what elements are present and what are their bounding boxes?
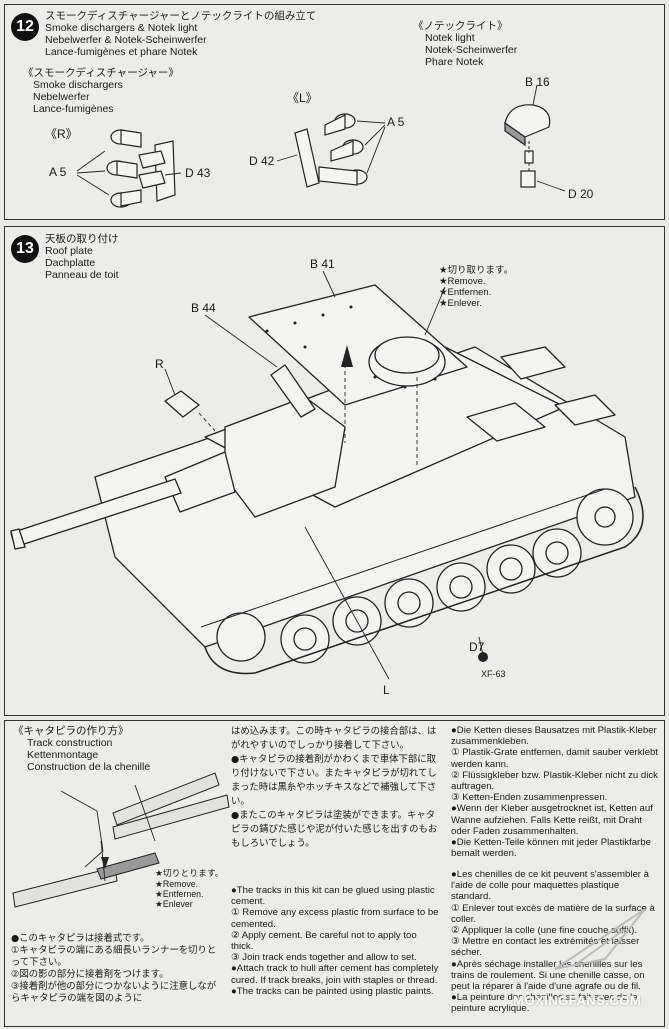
part-a5-right: A 5 xyxy=(49,165,67,179)
part-r: R xyxy=(155,357,164,371)
track-title-block: 《キャタピラの作り方》 Track construction Kettenmon… xyxy=(13,725,150,773)
part-a5-left: A 5 xyxy=(387,115,405,129)
track-en-1: ●The tracks in this kit can be glued usi… xyxy=(231,885,435,908)
track-jp-col1: ●このキャタピラは接着式です。 ①キャタピラの端にある細長いランナーを切りとって… xyxy=(11,933,223,1005)
part-b41: B 41 xyxy=(310,257,335,271)
track-cut-fr: ★Enlever xyxy=(155,899,193,909)
track-jp-step3: ③接着剤が他の部分につかないように注意しながらキャタピラの端を図のように xyxy=(11,981,217,1004)
track-en-6: ●The tracks can be painted using plastic… xyxy=(231,985,434,997)
track-jp-intro: ●このキャタピラは接着式です。 xyxy=(11,933,150,944)
smoke-de: Nebelwerfer xyxy=(33,91,90,103)
step12-title-jp: スモークディスチャージャーとノテックライトの組み立て xyxy=(45,10,317,22)
track-fr-5: ●Après séchage installer les chenilles s… xyxy=(451,958,645,993)
smoke-caption: 《スモークディスチャージャー》 Smoke dischargers Nebelw… xyxy=(23,67,179,115)
tank-hull-drawing xyxy=(10,270,644,680)
track-de-3: ② Flüssigkleber bzw. Plastik-Kleber nich… xyxy=(451,769,658,793)
part-d20: D 20 xyxy=(568,187,594,201)
notek-caption: 《ノテックライト》 Notek light Notek-Scheinwerfer… xyxy=(413,20,517,68)
remove-de: ★Entfernen. xyxy=(439,287,492,298)
track-panel: 《キャタピラの作り方》 Track construction Kettenmon… xyxy=(4,720,665,1027)
step12-title-en: Smoke dischargers & Notek light xyxy=(45,22,198,34)
notek-en: Notek light xyxy=(425,32,475,44)
smoke-en: Smoke dischargers xyxy=(33,79,123,91)
track-en-3: ② Apply cement. Be careful not to apply … xyxy=(231,929,417,953)
track-cut-de: ★Entfernen. xyxy=(155,889,204,899)
track-jp-col2: はめ込みます。この時キャタピラの接合部は、はがれやすいのでしっかり接着して下さい… xyxy=(231,725,443,851)
track-jp-step2: ②図の影の部分に接着剤をつけます。 xyxy=(11,969,169,980)
track-en-4: ③ Join track ends together and allow to … xyxy=(231,952,417,964)
notek-fr: Phare Notek xyxy=(425,56,484,68)
track-title-jp: 《キャタピラの作り方》 xyxy=(13,725,129,737)
smoke-fr: Lance-fumigènes xyxy=(33,103,114,115)
track-fr-col: ●Les chenilles de ce kit peuvent s'assem… xyxy=(451,869,659,1015)
track-cut-jp: ★切りとります。 xyxy=(155,869,224,879)
track-de-6: ●Die Ketten-Teile können mit jeder Plast… xyxy=(451,837,651,860)
right-side-tag: 《R》 xyxy=(45,127,78,141)
step12-panel: 12 スモークディスチャージャーとノテックライトの組み立て Smoke disc… xyxy=(4,4,665,220)
track-cut-note: ★切りとります。 ★Remove. ★Entfernen. ★Enlever xyxy=(155,869,224,909)
track-de-1: ●Die Ketten dieses Bausatzes mit Plastik… xyxy=(451,725,657,748)
track-de-2: ① Plastik-Grate entfernen, damit sauber … xyxy=(451,747,658,770)
part-b44: B 44 xyxy=(191,301,216,315)
track-fr-4: ③ Mettre en contact les extrémités et la… xyxy=(451,936,640,959)
track-de-4: ③ Ketten-Enden zusammenpressen. xyxy=(451,792,608,804)
step13-title-fr: Panneau de toit xyxy=(45,269,119,281)
track-jp-col2-b: ●キャタピラの接着剤がかわくまで車体下部に取り付けないで下さい。またキャタピラが… xyxy=(231,754,437,807)
track-fr-6: ●La peinture des chenilles se fait avec … xyxy=(451,992,638,1015)
part-d43: D 43 xyxy=(185,166,211,180)
part-d42: D 42 xyxy=(249,154,275,168)
track-de-col: ●Die Ketten dieses Bausatzes mit Plastik… xyxy=(451,725,659,859)
track-fr-3: ② Appliquer la colle (une fine couche su… xyxy=(451,925,638,937)
step13-number: 13 xyxy=(11,235,39,263)
remove-en: ★Remove. xyxy=(439,276,486,287)
notek-de: Notek-Scheinwerfer xyxy=(425,44,518,56)
smoke-jp: 《スモークディスチャージャー》 xyxy=(23,67,179,79)
step12-title-block: スモークディスチャージャーとノテックライトの組み立て Smoke dischar… xyxy=(45,10,316,58)
track-title-en: Track construction xyxy=(27,737,113,749)
watermark-text: MOXINGFANS.COM xyxy=(513,993,642,1008)
step12-number: 12 xyxy=(11,13,39,41)
step13-panel: 13 天板の取り付け Roof plate Dachplatte Panneau… xyxy=(4,226,665,716)
paint-code-xf63: XF-63 xyxy=(481,669,506,679)
track-jp-col2-c: ●またこのキャタピラは塗装ができます。キャタピラの錆びた感じや泥が付いた感じを出… xyxy=(231,810,438,849)
watermark-logo-icon xyxy=(554,908,646,970)
step13-title-jp: 天板の取り付け xyxy=(45,233,119,245)
part-b16: B 16 xyxy=(525,75,550,89)
remove-note: ★切り取ります。 ★Remove. ★Entfernen. ★Enlever. xyxy=(439,265,513,309)
track-diagram xyxy=(12,772,230,908)
track-en-2: ① Remove any excess plastic from surface… xyxy=(231,907,439,930)
track-title-de: Kettenmontage xyxy=(27,749,99,761)
track-title-fr: Construction de la chenille xyxy=(27,761,151,773)
step12-title-fr: Lance-fumigènes et phare Notek xyxy=(45,46,198,58)
track-en-col: ●The tracks in this kit can be glued usi… xyxy=(231,885,439,997)
step13-title-en: Roof plate xyxy=(45,245,93,257)
smoke-discharger-right-drawing xyxy=(76,84,566,208)
step13-title-block: 天板の取り付け Roof plate Dachplatte Panneau de… xyxy=(45,233,119,281)
remove-jp: ★切り取ります。 xyxy=(439,265,514,276)
part-l: L xyxy=(383,683,390,697)
remove-fr: ★Enlever. xyxy=(439,298,482,309)
track-en-5: ●Attach track to hull after cement has c… xyxy=(231,963,439,986)
notek-jp: 《ノテックライト》 xyxy=(413,20,508,32)
track-jp-step1: ①キャタピラの端にある細長いランナーを切りとって下さい。 xyxy=(11,945,217,968)
left-side-tag: 《L》 xyxy=(287,91,318,105)
step13-title-de: Dachplatte xyxy=(45,257,96,269)
track-jp-col2-a: はめ込みます。この時キャタピラの接合部は、はがれやすいのでしっかり接着して下さい… xyxy=(231,726,437,751)
track-fr-1: ●Les chenilles de ce kit peuvent s'assem… xyxy=(451,869,650,903)
track-de-5: ●Wenn der Kleber ausgetrocknet ist, Kett… xyxy=(451,803,653,837)
track-fr-2: ① Enlever tout excès de matière de la su… xyxy=(451,902,655,925)
step12-title-de: Nebelwerfer & Notek-Scheinwerfer xyxy=(45,34,207,46)
track-cut-en: ★Remove. xyxy=(155,879,199,889)
